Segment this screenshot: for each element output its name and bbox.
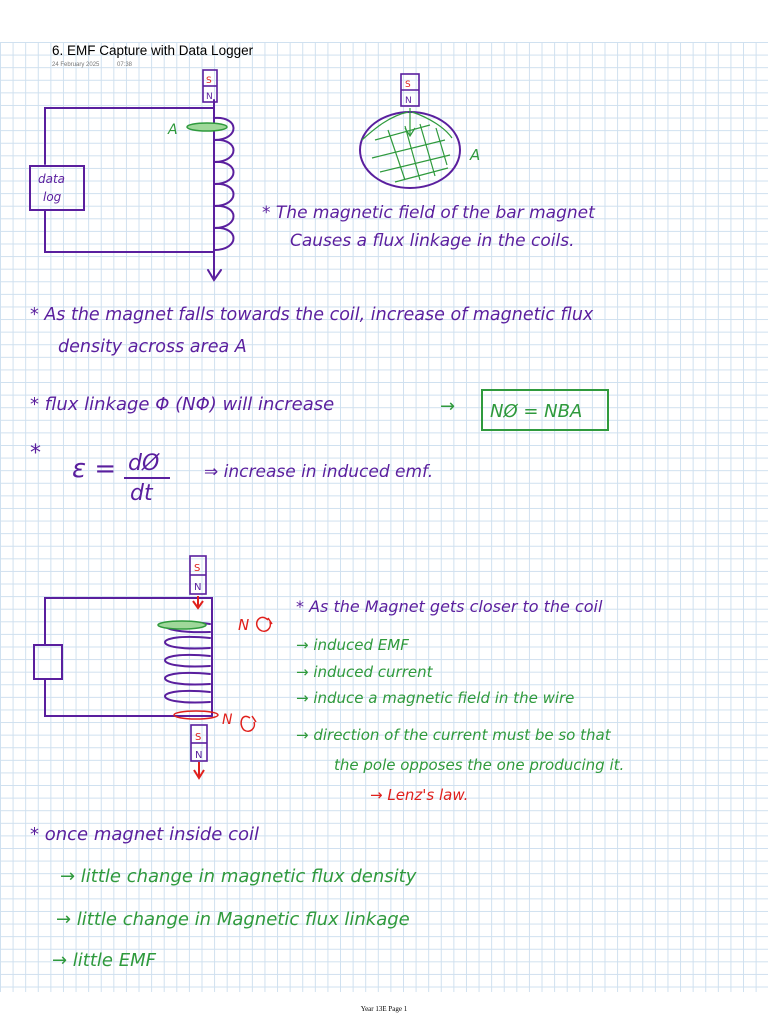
note-falling-line-1: * As the magnet falls towards the coil, … — [30, 305, 594, 325]
magnet-1-south: S — [206, 76, 212, 86]
note-closer-heading: * As the Magnet gets closer to the coil — [296, 597, 603, 616]
emf-numerator: dØ — [128, 451, 160, 476]
note-flux-linkage: * flux linkage Φ (NΦ) will increase — [30, 394, 334, 415]
meter-box — [33, 644, 63, 680]
flux-loop-diagram — [359, 108, 461, 189]
note-closer-item-5: the pole opposes the one producing it. — [334, 756, 624, 774]
note-inside-item-1: → little change in magnetic flux density — [60, 866, 417, 887]
bottom-magnet-north: N — [195, 750, 202, 761]
side-area-a-label: A — [469, 146, 480, 164]
area-a-label: A — [167, 122, 178, 138]
circuit-diagram-2 — [44, 597, 213, 717]
note-flux-line-1: * The magnetic field of the bar magnet — [262, 203, 596, 223]
top-magnet-south: S — [194, 563, 200, 574]
top-pole-label: N — [238, 616, 249, 634]
flux-equation: NØ = NBA — [490, 401, 582, 422]
note-emf-star: * — [30, 441, 41, 466]
note-emf-result: ⇒ increase in induced emf. — [204, 462, 433, 482]
bottom-area-ellipse — [173, 710, 219, 720]
note-flux-line-2: Causes a flux linkage in the coils. — [290, 231, 574, 251]
note-inside-item-3: → little EMF — [52, 950, 157, 971]
page-time: 07:38 — [117, 62, 133, 68]
data-logger-box — [29, 165, 85, 211]
side-magnet-north: N — [405, 96, 412, 106]
page-footer: Year 13E Page 1 — [360, 1005, 408, 1013]
note-closer-item-2: → induced current — [296, 663, 434, 681]
note-inside-heading: * once magnet inside coil — [30, 824, 259, 845]
data-logger-label-1: data — [38, 172, 65, 186]
page-date: 24 February 2025 — [52, 62, 100, 68]
side-magnet-south: S — [405, 80, 411, 90]
top-magnet-north: N — [194, 582, 201, 593]
flux-equation-box — [481, 389, 609, 431]
emf-symbol: ε = — [72, 454, 116, 484]
area-a-ellipse — [186, 122, 228, 132]
note-closer-item-1: → induced EMF — [296, 636, 409, 654]
magnet-1-north: N — [206, 92, 213, 102]
bottom-pole-label: N — [222, 712, 233, 728]
note-flux-arrow: → — [440, 396, 455, 417]
note-closer-item-4: → direction of the current must be so th… — [296, 726, 612, 744]
top-area-ellipse — [157, 620, 207, 630]
data-logger-label-2: log — [43, 190, 62, 204]
bottom-magnet-south: S — [195, 732, 201, 743]
note-inside-item-2: → little change in Magnetic flux linkage — [56, 909, 410, 930]
page-title: 6. EMF Capture with Data Logger — [52, 43, 254, 58]
top-current-direction-icon — [256, 616, 273, 633]
grid-paper-background — [0, 42, 768, 992]
circuit-diagram-1 — [44, 99, 235, 282]
note-closer-item-3: → induce a magnetic field in the wire — [296, 689, 574, 707]
note-falling-line-2: density across area A — [58, 337, 247, 357]
note-lenz-law: → Lenz's law. — [370, 786, 468, 804]
emf-denominator: dt — [130, 481, 154, 506]
bottom-current-direction-icon — [240, 715, 257, 733]
